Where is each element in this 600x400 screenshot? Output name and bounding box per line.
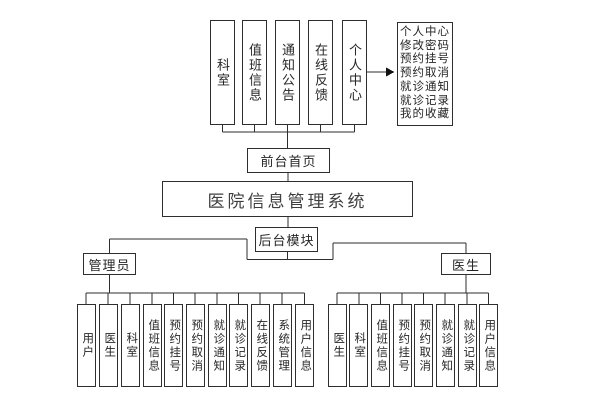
admin-child-label: 预约挂号 [168, 318, 181, 373]
top-module-department: 科室 [210, 20, 235, 125]
front-home-node: 前台首页 [247, 148, 330, 173]
admin-child-label: 用户 [81, 332, 94, 359]
doctor-child-label: 用户信息 [483, 318, 496, 373]
menu-line: 预约挂号 [400, 53, 450, 66]
system-title-node: 医院信息管理系统 [162, 181, 413, 217]
admin-child-label: 就诊通知 [212, 318, 225, 373]
admin-child-duty-info: 值班信息 [143, 304, 162, 387]
admin-child-label: 医生 [103, 332, 116, 359]
admin-child-label: 用户信息 [299, 318, 312, 373]
top-module-duty-info: 值班信息 [242, 20, 267, 125]
top-module-announcements: 通知公告 [275, 20, 300, 125]
doctor-child-visit-notice: 就诊通知 [436, 304, 455, 387]
arrowhead-icon [386, 67, 395, 77]
admin-child-label: 预约取消 [190, 318, 203, 373]
admin-child-appointment-cancel: 预约取消 [186, 304, 205, 387]
top-module-department-label: 科室 [215, 57, 230, 88]
top-module-online-feedback: 在线反馈 [308, 20, 333, 125]
doctor-child-duty-info: 值班信息 [371, 304, 390, 387]
admin-label: 管理员 [88, 257, 131, 273]
doctor-label: 医生 [451, 257, 480, 273]
doctor-child-user-info: 用户信息 [479, 304, 498, 387]
admin-child-label: 系统管理 [277, 318, 290, 373]
doctor-child-label: 值班信息 [375, 318, 388, 373]
admin-child-visit-notice: 就诊通知 [208, 304, 227, 387]
admin-child-label: 科室 [125, 332, 138, 359]
admin-child-system-management: 系统管理 [273, 304, 292, 387]
admin-child-label: 值班信息 [147, 318, 160, 373]
doctor-child-doctor: 医生 [328, 304, 347, 387]
doctor-child-department: 科室 [349, 304, 368, 387]
admin-child-department: 科室 [121, 304, 140, 387]
top-module-announcements-label: 通知公告 [280, 42, 295, 103]
admin-child-label: 在线反馈 [255, 318, 268, 373]
admin-child-doctor: 医生 [99, 304, 118, 387]
front-home-label: 前台首页 [260, 154, 317, 169]
admin-child-user: 用户 [77, 304, 96, 387]
doctor-child-label: 预约取消 [418, 318, 431, 373]
backend-module-label: 后台模块 [258, 233, 315, 248]
admin-child-online-feedback: 在线反馈 [251, 304, 270, 387]
admin-child-appointment-register: 预约挂号 [164, 304, 183, 387]
top-module-personal-center: 个人中心 [342, 20, 367, 125]
top-module-duty-info-label: 值班信息 [247, 42, 262, 103]
menu-line: 就诊记录 [400, 94, 450, 107]
doctor-node: 医生 [441, 253, 491, 275]
menu-line: 就诊通知 [400, 80, 450, 93]
doctor-child-label: 科室 [353, 332, 366, 359]
personal-center-menu-panel: 个人中心 修改密码 预约挂号 预约取消 就诊通知 就诊记录 我的收藏 [397, 22, 453, 126]
backend-module-node: 后台模块 [255, 227, 318, 252]
top-module-online-feedback-label: 在线反馈 [313, 42, 328, 103]
doctor-child-label: 就诊通知 [440, 318, 453, 373]
doctor-child-label: 医生 [332, 332, 345, 359]
system-title-label: 医院信息管理系统 [207, 191, 368, 211]
top-module-personal-center-label: 个人中心 [347, 42, 362, 103]
doctor-child-visit-record: 就诊记录 [458, 304, 477, 387]
admin-node: 管理员 [83, 253, 136, 275]
admin-child-user-info: 用户信息 [295, 304, 314, 387]
menu-line: 预约取消 [400, 67, 450, 80]
doctor-child-appointment-register: 预约挂号 [393, 304, 412, 387]
doctor-child-label: 预约挂号 [397, 318, 410, 373]
admin-child-label: 就诊记录 [233, 318, 246, 373]
menu-line: 修改密码 [400, 39, 450, 52]
menu-line: 我的收藏 [400, 108, 450, 121]
doctor-child-appointment-cancel: 预约取消 [414, 304, 433, 387]
menu-line: 个人中心 [400, 25, 450, 38]
admin-child-visit-record: 就诊记录 [229, 304, 248, 387]
doctor-child-label: 就诊记录 [462, 318, 475, 373]
